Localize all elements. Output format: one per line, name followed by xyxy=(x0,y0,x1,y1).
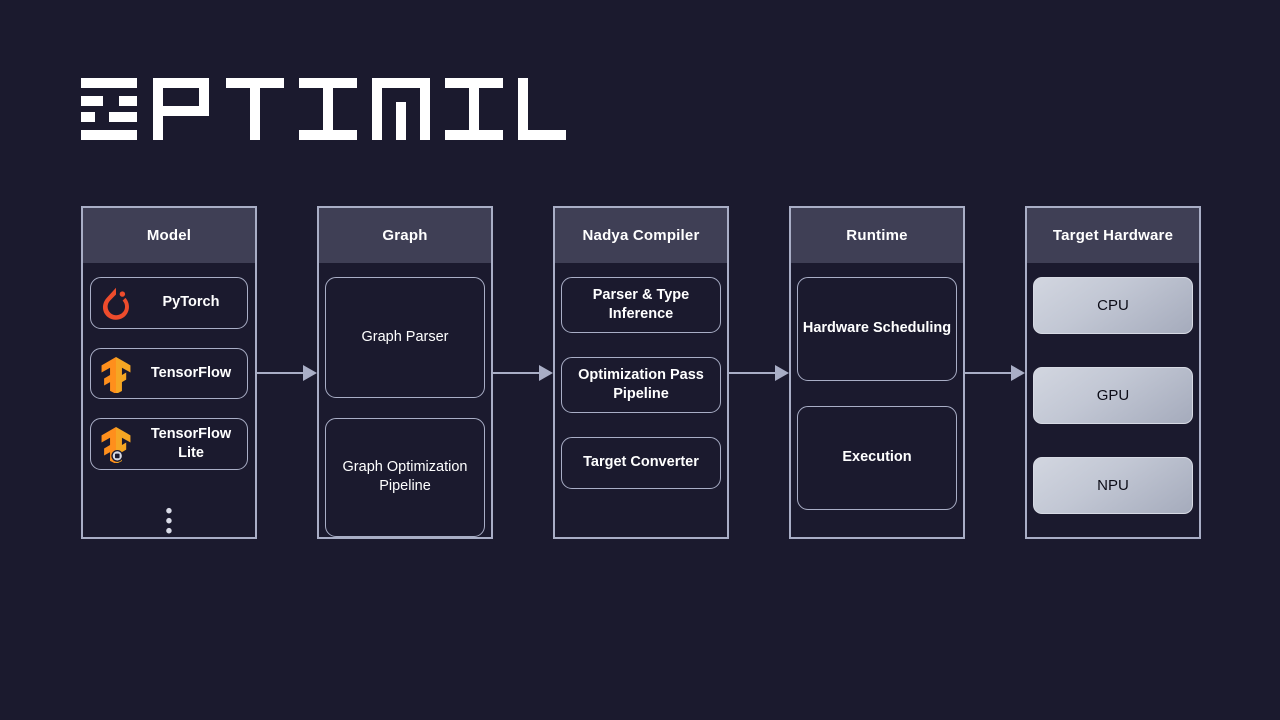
panel-body-graph: Graph Parser Graph Optimization Pipeline xyxy=(319,263,491,537)
model-item-label: PyTorch xyxy=(162,294,220,311)
panel-title-runtime: Runtime xyxy=(791,208,963,263)
more-models-indicator: ••• xyxy=(165,501,173,543)
panel-title-nadya-compiler: Nadya Compiler xyxy=(555,208,727,263)
panel-nadya-compiler: Nadya Compiler Parser & Type Inference O… xyxy=(553,206,729,539)
hardware-node-gpu[interactable]: GPU xyxy=(1033,367,1193,424)
panel-body-runtime: Hardware Scheduling Execution xyxy=(791,263,963,537)
panel-runtime: Runtime Hardware Scheduling Execution xyxy=(789,206,965,539)
panel-graph: Graph Graph Parser Graph Optimization Pi… xyxy=(317,206,493,539)
model-item-label: TensorFlow Lite xyxy=(150,426,232,462)
connector-model-to-graph xyxy=(257,372,303,374)
model-item-tensorflow[interactable]: TensorFlow xyxy=(90,347,248,400)
panel-body-model: PyTorch TensorFlow TensorFlow Lite xyxy=(83,263,255,543)
compiler-node-target-converter[interactable]: Target Converter xyxy=(561,437,721,489)
connector-runtime-to-hardware-head xyxy=(1011,365,1025,381)
compiler-node-parser-type-inference[interactable]: Parser & Type Inference xyxy=(561,277,721,333)
pytorch-icon xyxy=(102,287,129,320)
panel-target-hardware: Target Hardware CPU GPU NPU xyxy=(1025,206,1201,539)
connector-compiler-to-runtime-head xyxy=(775,365,789,381)
tensorflow-lite-icon xyxy=(101,427,131,464)
tensorflow-icon xyxy=(101,356,131,393)
compiler-node-optimization-pass-pipeline[interactable]: Optimization Pass Pipeline xyxy=(561,357,721,413)
graph-node-graph-parser[interactable]: Graph Parser xyxy=(325,277,485,398)
connector-compiler-to-runtime xyxy=(729,372,775,374)
runtime-node-execution[interactable]: Execution xyxy=(797,406,957,510)
connector-graph-to-compiler xyxy=(493,372,539,374)
hardware-node-cpu[interactable]: CPU xyxy=(1033,277,1193,334)
hardware-node-npu[interactable]: NPU xyxy=(1033,457,1193,514)
optimium-logo xyxy=(81,78,566,140)
connector-runtime-to-hardware xyxy=(965,372,1011,374)
model-item-label: TensorFlow xyxy=(150,364,232,381)
panel-title-model: Model xyxy=(83,208,255,263)
panel-model: Model PyTorch TensorFlow xyxy=(81,206,257,543)
model-item-tensorflow-lite[interactable]: TensorFlow Lite xyxy=(90,418,248,471)
panel-body-target-hardware: CPU GPU NPU xyxy=(1027,263,1199,537)
connector-graph-to-compiler-head xyxy=(539,365,553,381)
panel-title-target-hardware: Target Hardware xyxy=(1027,208,1199,263)
connector-model-to-graph-head xyxy=(303,365,317,381)
model-item-pytorch[interactable]: PyTorch xyxy=(90,277,248,329)
graph-node-graph-optimization-pipeline[interactable]: Graph Optimization Pipeline xyxy=(325,417,485,537)
panel-body-nadya-compiler: Parser & Type Inference Optimization Pas… xyxy=(555,263,727,537)
runtime-node-hardware-scheduling[interactable]: Hardware Scheduling xyxy=(797,277,957,381)
panel-title-graph: Graph xyxy=(319,208,491,263)
